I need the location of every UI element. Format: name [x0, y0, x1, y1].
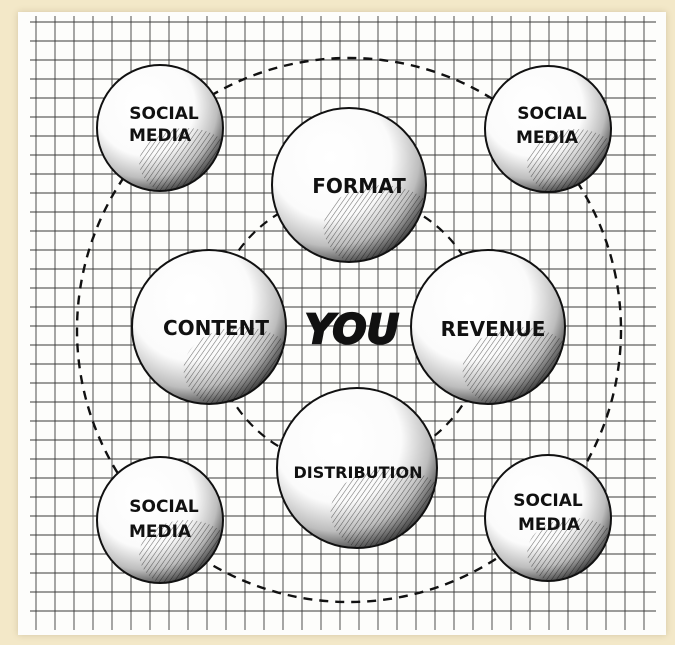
sphere-outline — [271, 107, 427, 263]
social-media-label: MEDIA — [518, 515, 581, 535]
social-media-node-bottom-left: SOCIAL MEDIA — [129, 497, 199, 542]
sphere-outline — [131, 249, 287, 405]
social-media-sphere-bottom-right — [484, 454, 612, 582]
social-media-node-top-right: SOCIAL MEDIA — [516, 104, 587, 148]
revenue-label: REVENUE — [441, 317, 546, 341]
social-media-node-bottom-right: SOCIAL MEDIA — [513, 491, 583, 535]
sphere-outline — [484, 454, 612, 582]
sphere-outline — [96, 456, 224, 584]
social-media-label: SOCIAL — [513, 491, 583, 511]
social-media-label: MEDIA — [516, 128, 579, 148]
sphere-outline — [96, 64, 224, 192]
social-media-label: SOCIAL — [129, 497, 199, 517]
center-label-you: YOU — [305, 307, 399, 353]
format-label: FORMAT — [312, 174, 406, 198]
sphere-layer — [96, 64, 612, 584]
sphere-outline — [276, 387, 438, 549]
content-label: CONTENT — [163, 316, 269, 340]
social-media-node-top-left: SOCIAL MEDIA — [129, 104, 199, 146]
outer-dashed-ring — [75, 56, 623, 604]
social-media-label: SOCIAL — [517, 104, 587, 124]
social-media-label: MEDIA — [129, 126, 192, 146]
sphere-outline — [484, 65, 612, 193]
content-sphere — [131, 249, 287, 405]
distribution-label: DISTRIBUTION — [294, 463, 423, 482]
social-media-label: SOCIAL — [129, 104, 199, 124]
sphere-outline — [410, 249, 566, 405]
social-media-label: MEDIA — [129, 522, 192, 542]
